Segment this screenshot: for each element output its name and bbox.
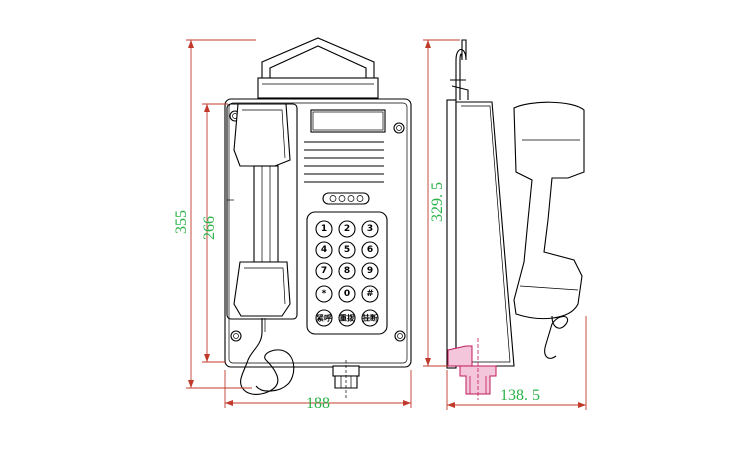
function-key-label: 紧呼	[317, 313, 332, 323]
front-dimensions: 355 266 188	[173, 39, 412, 412]
keypad-key	[338, 241, 356, 259]
keypad-key-label: 2	[344, 224, 350, 234]
handset-cord	[240, 318, 295, 395]
keypad-key-label: 7	[321, 266, 327, 276]
keypad: 1 2 3 4 5 6 7 8 9 * 0 # 紧呼重拨挂断	[315, 220, 379, 327]
side-housing	[455, 101, 515, 367]
side-wall-plate	[446, 99, 457, 369]
cable-gland-front	[332, 360, 360, 398]
keypad-key-label: 5	[344, 245, 350, 255]
keypad-key-label: #	[366, 289, 374, 299]
keypad-key	[338, 285, 356, 303]
side-view	[446, 39, 585, 400]
side-dimensions: 329. 5 138. 5	[423, 39, 587, 410]
keypad-key-label: 3	[367, 224, 373, 234]
keypad-key-label: 9	[367, 266, 373, 276]
keypad-key-label: 6	[367, 245, 373, 255]
cable-gland-side	[447, 338, 497, 400]
dimension-266: 266	[201, 216, 218, 240]
keypad-key	[315, 241, 333, 259]
handset-cradle	[226, 103, 298, 320]
keypad-key	[361, 285, 379, 303]
keypad-key-label: 8	[344, 266, 350, 276]
side-hook	[455, 39, 467, 100]
dimension-355: 355	[173, 210, 190, 234]
keypad-key-label: 0	[344, 289, 350, 299]
speaker-grille	[304, 141, 384, 183]
keypad-key-label: 4	[321, 245, 327, 255]
front-view: 1 2 3 4 5 6 7 8 9 * 0 # 紧呼重拨挂断	[224, 37, 412, 398]
hanging-bracket	[257, 37, 379, 99]
dimension-138-5: 138. 5	[500, 387, 540, 404]
keypad-key	[338, 262, 356, 280]
indicator-lights	[322, 192, 370, 205]
keypad-key	[361, 220, 379, 238]
side-handset	[513, 101, 585, 320]
side-cord	[544, 315, 569, 359]
mounting-holes	[229, 110, 406, 342]
dimension-329-5: 329. 5	[429, 182, 446, 222]
keypad-key	[338, 220, 356, 238]
keypad-key	[315, 220, 333, 238]
function-key-label: 重拨	[340, 313, 355, 323]
display-window	[310, 109, 386, 133]
function-key-label: 挂断	[363, 313, 378, 323]
keypad-key	[361, 241, 379, 259]
keypad-key-label: *	[322, 289, 327, 299]
keypad-key	[315, 285, 333, 303]
keypad-key	[361, 262, 379, 280]
dimension-188: 188	[306, 395, 330, 412]
function-key	[338, 309, 356, 327]
keypad-key	[315, 262, 333, 280]
function-key	[315, 309, 333, 327]
keypad-panel	[306, 211, 388, 335]
function-key	[361, 309, 379, 327]
keypad-key-label: 1	[321, 224, 327, 234]
